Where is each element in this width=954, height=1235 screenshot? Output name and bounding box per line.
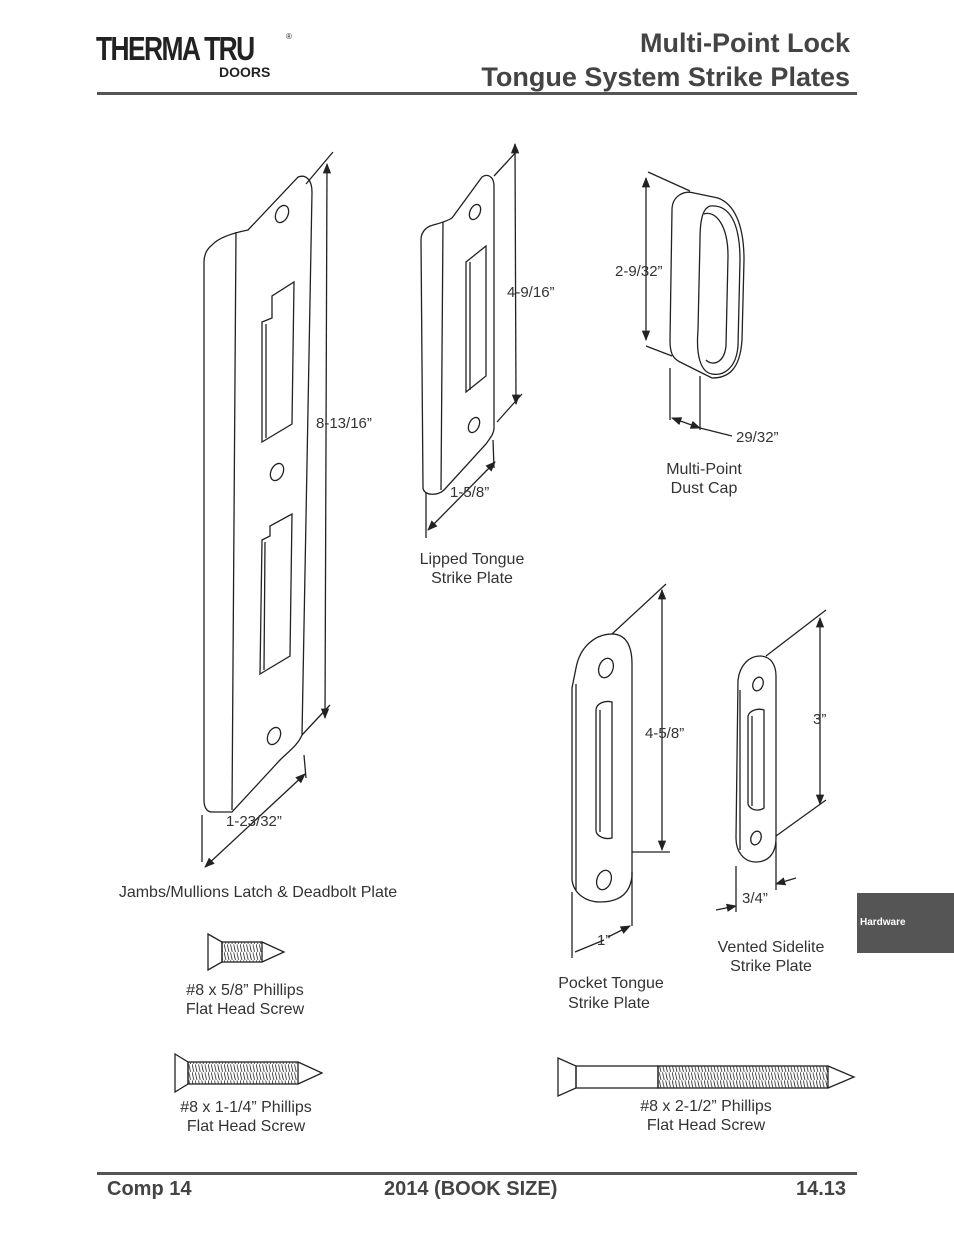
screw-small-caption-line-1: #8 x 5/8” Phillips [186, 982, 303, 999]
vented-width-label: 3/4” [742, 890, 768, 907]
lipped-height-label: 4-9/16” [507, 284, 555, 301]
brand-logo: THERMA TRU ® DOORS [96, 30, 306, 86]
jamb-dimension-lines [201, 151, 334, 868]
pocket-caption-line-2: Strike Plate [568, 995, 650, 1012]
footer-section: Comp 14 [107, 1178, 192, 1200]
pocket-width-label: 1” [597, 932, 610, 949]
dust-cap [669, 191, 745, 379]
vented-caption-line-2: Strike Plate [730, 958, 812, 975]
screw-long-caption-line-2: Flat Head Screw [647, 1117, 766, 1134]
screw-small-caption-line-2: Flat Head Screw [186, 1001, 305, 1018]
screw-long-caption-line-1: #8 x 2-1/2” Phillips [640, 1098, 772, 1115]
pocket-caption-line-1: Pocket Tongue [558, 975, 664, 992]
jamb-width-label: 1-23/32” [226, 813, 282, 830]
screw-long [557, 1056, 856, 1098]
screw-medium-caption-line-2: Flat Head Screw [187, 1118, 306, 1135]
screw-medium [174, 1052, 324, 1094]
vented-dimension-lines [715, 609, 827, 912]
registered-mark: ® [286, 32, 292, 41]
dustcap-caption-line-2: Dust Cap [671, 480, 738, 497]
dustcap-caption-line-1: Multi-Point [666, 461, 742, 478]
screw-medium-caption-line-1: #8 x 1-1/4” Phillips [180, 1099, 312, 1116]
vented-height-label: 3” [813, 711, 826, 728]
dustcap-height-label: 2-9/32” [615, 263, 663, 280]
lipped-width-label: 1-5/8” [450, 484, 489, 501]
pocket-height-label: 4-5/8” [645, 725, 684, 742]
lipped-strike-plate [420, 174, 495, 495]
lipped-caption-line-2: Strike Plate [431, 570, 513, 587]
lipped-dimension-lines [425, 142, 523, 538]
page-title-line-1: Multi-Point Lock [640, 28, 850, 58]
vented-caption-line-1: Vented Sidelite [718, 939, 825, 956]
page-title-line-2: Tongue System Strike Plates [481, 62, 850, 92]
brand-subtitle: DOORS [219, 64, 271, 80]
section-tab: Hardware [857, 893, 954, 953]
brand-name: THERMA TRU [96, 30, 255, 67]
footer-divider [97, 1172, 857, 1175]
dustcap-dimension-lines [641, 171, 733, 437]
vented-strike-plate [735, 655, 777, 863]
section-tab-label: Hardware [860, 917, 906, 928]
lipped-caption-line-1: Lipped Tongue [420, 551, 525, 568]
header-divider [97, 92, 857, 95]
page-title: Multi-Point Lock Tongue System Strike Pl… [481, 26, 850, 94]
jamb-height-label: 8-13/16” [316, 415, 372, 432]
footer-edition: 2014 (BOOK SIZE) [384, 1178, 558, 1200]
footer-page-number: 14.13 [796, 1178, 847, 1200]
dustcap-width-label: 29/32” [736, 429, 779, 446]
jamb-caption: Jambs/Mullions Latch & Deadbolt Plate [119, 884, 397, 901]
pocket-strike-plate [571, 633, 633, 903]
screw-small [207, 932, 286, 972]
pocket-dimension-lines [571, 583, 670, 958]
jamb-strike-plate [203, 175, 313, 813]
